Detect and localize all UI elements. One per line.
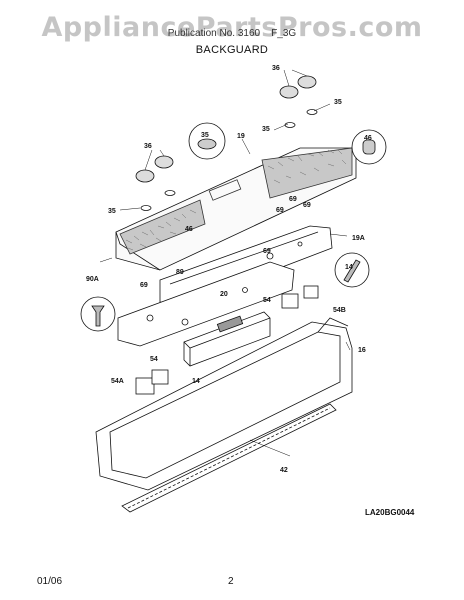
knob-icon — [279, 85, 299, 99]
callout-14: 14 — [345, 264, 353, 271]
watermark: AppliancePartsPros.com — [41, 12, 423, 43]
callout-69: 69 — [303, 202, 311, 209]
knob-icon — [135, 169, 155, 183]
frame-16 — [95, 321, 353, 491]
callout-36: 36 — [144, 143, 152, 150]
callout-46: 46 — [364, 135, 372, 142]
callout-42: 42 — [280, 467, 288, 474]
speckled-overlay-right — [261, 147, 353, 199]
callout-14: 14 — [192, 378, 200, 385]
callout-69: 69 — [276, 207, 284, 214]
callout-90a: 90A — [86, 276, 99, 283]
callout-19a: 19A — [352, 235, 365, 242]
callout-16: 16 — [358, 347, 366, 354]
callout-36: 36 — [272, 65, 280, 72]
callout-35: 35 — [108, 208, 116, 215]
callout-46: 46 — [185, 226, 193, 233]
callout-20: 20 — [220, 291, 228, 298]
callout-54: 54 — [263, 297, 271, 304]
footer-date: 01/06 — [37, 576, 63, 587]
callout-35: 35 — [334, 99, 342, 106]
page-number: 2 — [228, 576, 234, 587]
callout-54: 54 — [150, 356, 158, 363]
control-plate — [117, 261, 295, 347]
model-number: F_3G — [271, 28, 297, 39]
callout-19: 19 — [237, 133, 245, 140]
bracket-19a — [159, 225, 333, 307]
callout-54a: 54A — [111, 378, 124, 385]
knob-icon — [297, 75, 317, 89]
callout-35: 35 — [262, 126, 270, 133]
callout-54b: 54B — [333, 307, 346, 314]
knob-icon — [154, 155, 174, 169]
callout-89: 89 — [176, 269, 184, 276]
callout-69: 69 — [289, 196, 297, 203]
diagram-code: LA20BG0044 — [365, 508, 415, 517]
page-header: Publication No. 3160 F_3G — [0, 28, 464, 39]
speckled-overlay-left — [119, 199, 206, 255]
callout-35: 35 — [201, 132, 209, 139]
callout-69: 69 — [263, 248, 271, 255]
callout-69: 69 — [140, 282, 148, 289]
publication-number: Publication No. 3160 — [167, 28, 261, 39]
section-title: BACKGUARD — [195, 44, 269, 56]
electronic-control-20 — [183, 311, 271, 367]
